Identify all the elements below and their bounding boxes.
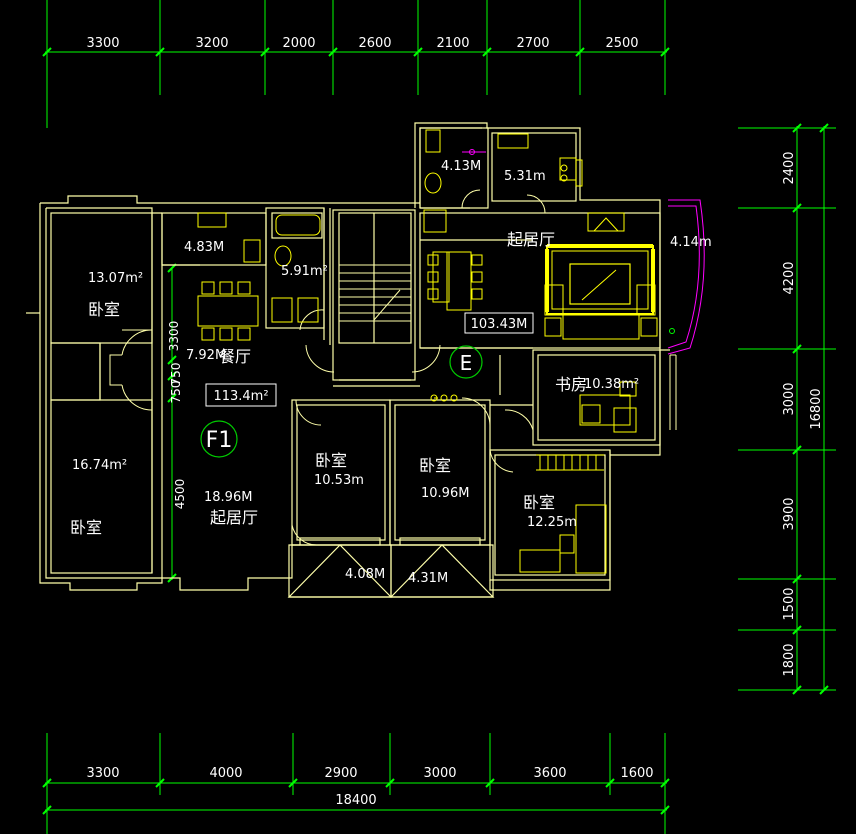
room-area-f1-6: 18.96M (204, 490, 252, 505)
right-dim-total: 16800 (809, 388, 824, 429)
bottom-dim-3: 2900 (324, 766, 357, 781)
room-area-f1-2: 16.74m² (72, 458, 127, 473)
bottom-dim-5: 3600 (533, 766, 566, 781)
room-area-e-2: 5.31m (504, 169, 546, 184)
top-dim-7: 2500 (605, 36, 638, 51)
room-area-f1-3: 4.83M (184, 240, 224, 255)
unit-f1-label: F1 (206, 428, 233, 453)
right-dimension-labels: 2400 4200 3000 3900 1500 1800 16800 (782, 151, 824, 676)
e-area-box: 103.43M (464, 312, 534, 334)
e-total-area: 103.43M (471, 317, 528, 332)
top-dim-4: 2600 (358, 36, 391, 51)
right-dim-6: 1800 (782, 643, 797, 676)
room-name-e-3: 起居厅 (507, 230, 555, 249)
room-name-f1-6: 起居厅 (210, 508, 258, 527)
room-name-e-6: 卧室 (419, 456, 451, 475)
right-dimension-chain (738, 126, 836, 691)
room-area-f1-1: 13.07m² (88, 271, 143, 286)
room-name-f1-7: 卧室 (315, 451, 347, 470)
bottom-dim-4: 3000 (423, 766, 456, 781)
room-area-e-8: 4.31M (408, 571, 448, 586)
right-dim-3: 3000 (782, 382, 797, 415)
e-furniture (423, 129, 637, 574)
room-name-e-5: 书房 (555, 375, 587, 394)
f1-dim-750a: 750 (169, 363, 183, 386)
top-dimension-chain (45, 0, 667, 128)
bottom-dim-total: 18400 (335, 793, 376, 808)
right-dimension-ticks (792, 123, 829, 695)
unit-f1-marker: F1 (200, 420, 238, 458)
right-dim-4: 3900 (782, 497, 797, 530)
room-area-f1-7: 10.53m (314, 473, 364, 488)
right-dim-1: 2400 (782, 151, 797, 184)
top-dim-5: 2100 (436, 36, 469, 51)
door-swings (109, 189, 546, 546)
f1-furniture (197, 212, 321, 341)
bottom-dimension-labels: 3300 4000 2900 3000 3600 1600 18400 (86, 766, 653, 808)
f1-dim-4500: 4500 (173, 479, 187, 510)
right-dim-5: 1500 (782, 587, 797, 620)
room-area-e-7: 12.25m (527, 515, 577, 530)
top-dimension-labels: 3300 3200 2000 2600 2100 2700 2500 (86, 36, 638, 51)
room-area-f1-4: 5.91m² (281, 264, 328, 279)
bottom-dimension-chain (45, 733, 667, 834)
f1-room-labels: 13.07m² 卧室 16.74m² 卧室 4.83M 5.91m² 7.92M… (70, 240, 385, 582)
bottom-dim-6: 1600 (620, 766, 653, 781)
room-area-e-1: 4.13M (441, 159, 481, 174)
top-dim-1: 3300 (86, 36, 119, 51)
top-dim-6: 2700 (516, 36, 549, 51)
top-dim-3: 2000 (282, 36, 315, 51)
bottom-dim-2: 4000 (209, 766, 242, 781)
f1-total-area: 113.4m² (213, 389, 268, 404)
room-name-f1-1: 卧室 (88, 300, 120, 319)
e-balcony (462, 149, 705, 355)
stair-treads (339, 264, 411, 322)
bottom-dimension-ticks (42, 778, 670, 815)
room-area-f1-5: 7.92M (186, 348, 226, 363)
f1-dim-3300: 3300 (167, 321, 181, 352)
bottom-dim-1: 3300 (86, 766, 119, 781)
room-area-e-6: 10.96M (421, 486, 469, 501)
unit-e-label: E (460, 351, 473, 375)
room-name-e-7: 卧室 (523, 493, 555, 512)
room-area-e-4: 4.14m (670, 235, 712, 250)
top-dimension-ticks (42, 47, 670, 57)
f1-area-box: 113.4m² (205, 383, 277, 407)
unit-e-marker: E (449, 345, 483, 379)
hatch-fills (434, 244, 655, 471)
room-name-f1-5: 餐厅 (219, 347, 251, 366)
f1-dim-750b: 750 (169, 381, 183, 404)
right-dim-2: 4200 (782, 261, 797, 294)
top-dim-2: 3200 (195, 36, 228, 51)
room-area-f1-8: 4.08M (345, 567, 385, 582)
e-room-labels: 4.13M 5.31m 起居厅 4.14m 书房 10.38m² 卧室 10.9… (408, 159, 712, 586)
room-name-f1-2: 卧室 (70, 518, 102, 537)
room-area-e-5: 10.38m² (584, 377, 639, 392)
